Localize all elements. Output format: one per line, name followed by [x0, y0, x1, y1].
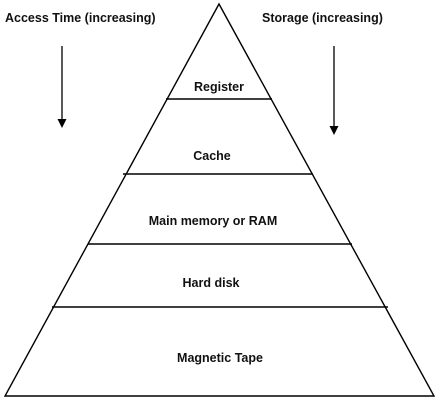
level-label-register: Register	[194, 80, 244, 94]
storage-label: Storage (increasing)	[262, 11, 383, 25]
access-time-label: Access Time (increasing)	[5, 11, 156, 25]
level-label-cache: Cache	[193, 149, 231, 163]
level-label-magnetic-tape: Magnetic Tape	[177, 351, 263, 365]
pyramid-outline	[3, 2, 436, 397]
storage-arrow-head	[329, 126, 339, 135]
level-label-main-memory: Main memory or RAM	[149, 214, 278, 228]
level-label-hard-disk: Hard disk	[183, 276, 240, 290]
access-time-arrow-head	[57, 119, 67, 128]
